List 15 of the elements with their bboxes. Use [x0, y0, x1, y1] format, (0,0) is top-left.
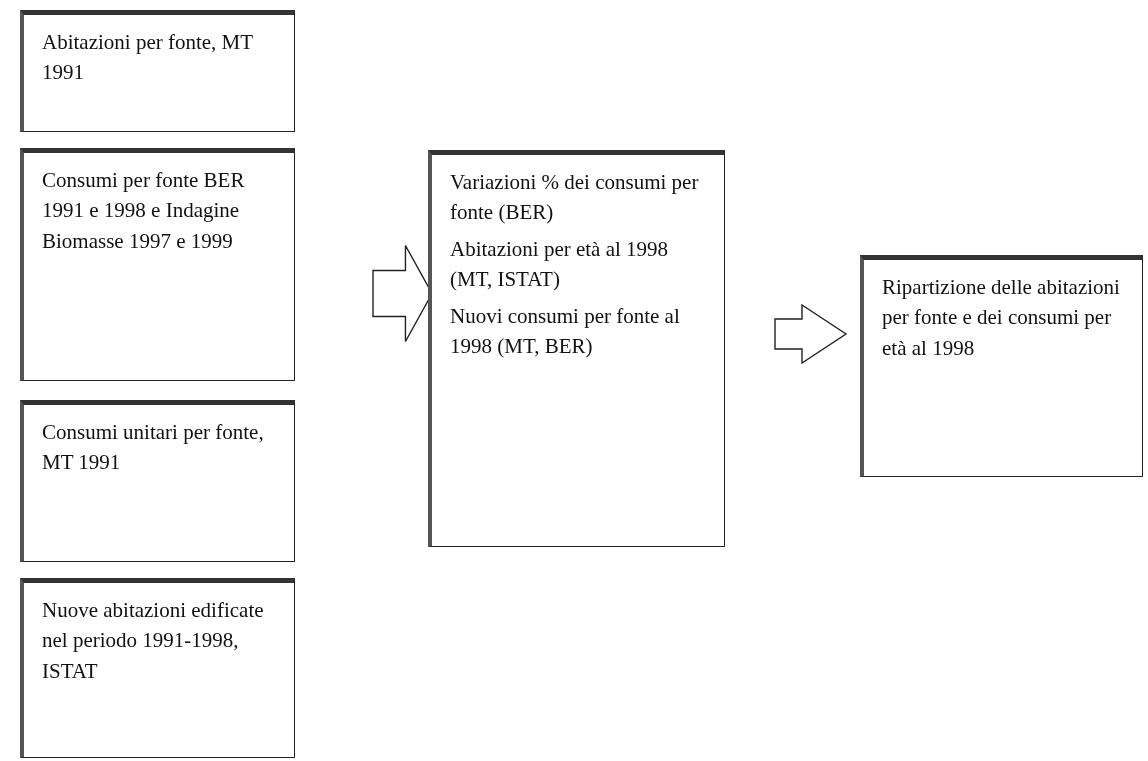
box-text: Nuovi consumi per fonte al 1998 (MT, BER) [450, 302, 681, 361]
box-text: Consumi unitari per fonte, MT 1991 [42, 419, 265, 477]
process-box [20, 578, 295, 758]
block-arrow [774, 303, 848, 365]
box-text: Ripartizione delle abitazioni per fonte e dei consumi per età al 1998 [882, 274, 1121, 362]
box-text: Abitazioni per età al 1998 (MT, ISTAT) [450, 235, 670, 294]
box-text: Nuove abitazioni edificate nel periodo 1991-1998, ISTAT [42, 597, 265, 685]
process-box [20, 10, 295, 132]
process-box [860, 255, 1143, 477]
process-box [20, 400, 295, 562]
process-box [20, 148, 295, 381]
box-text: Consumi per fonte BER 1991 e 1998 e Indagine Biomasse 1997 e 1999 [42, 167, 246, 255]
box-text: Variazioni % dei consumi per fonte (BER) [450, 169, 700, 227]
process-box [428, 150, 725, 547]
box-text: Abitazioni per fonte, MT 1991 [42, 29, 254, 87]
